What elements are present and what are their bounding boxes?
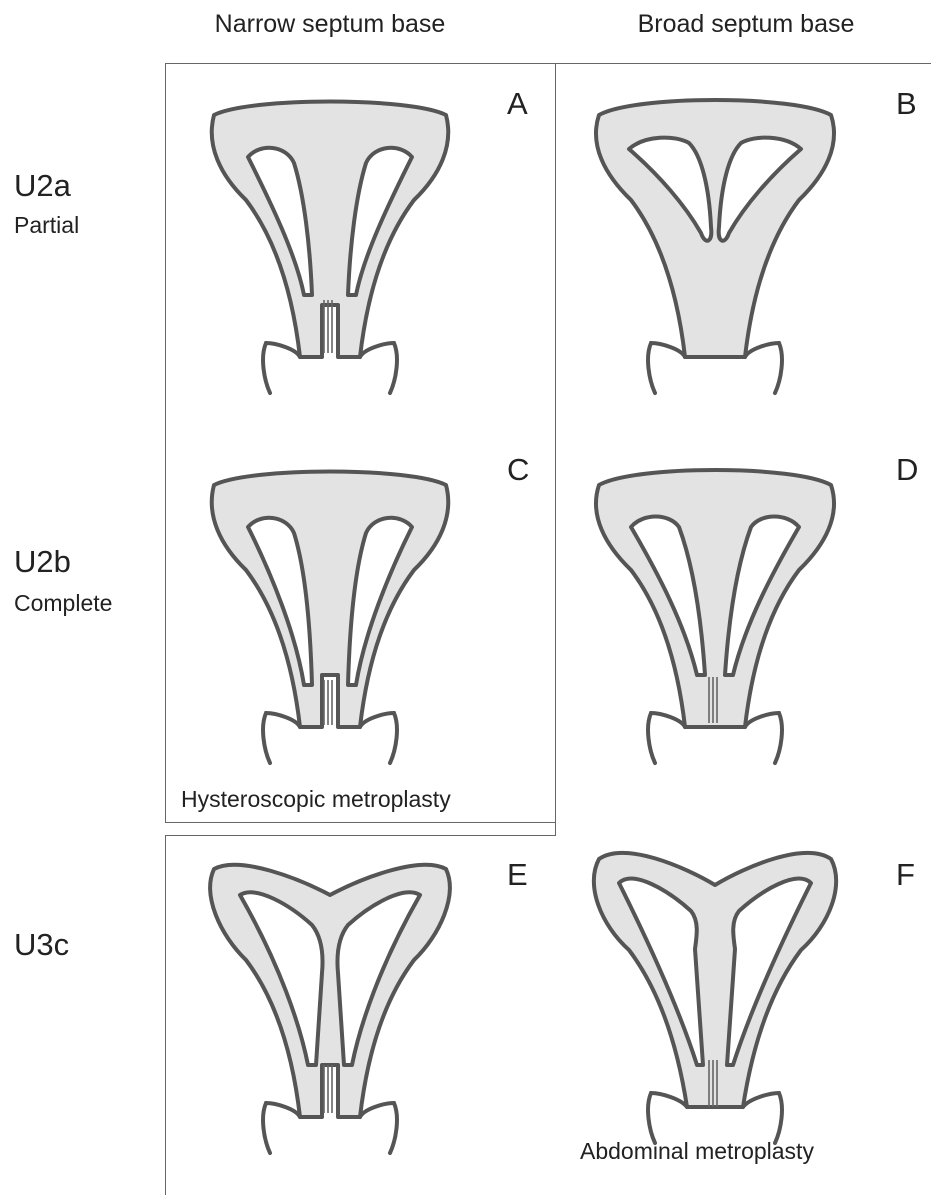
uterus-diagram-c — [200, 465, 460, 765]
uterus-diagram-b — [585, 95, 845, 395]
hysteroscopic-metroplasty-caption: Hysteroscopic metroplasty — [181, 786, 451, 813]
panel-letter-d: D — [896, 452, 918, 488]
panel-letter-b: B — [896, 86, 917, 122]
uterus-diagram-e — [200, 855, 460, 1155]
uterus-diagram-f — [585, 845, 845, 1145]
narrow-septum-heading: Narrow septum base — [215, 10, 446, 39]
row-sublabel-complete: Complete — [14, 590, 112, 617]
uterus-diagram-a — [200, 95, 460, 395]
row-label-u2a: U2a — [14, 168, 71, 204]
panel-letter-a: A — [507, 86, 528, 122]
row-sublabel-partial: Partial — [14, 212, 79, 239]
panel-letter-c: C — [507, 452, 529, 488]
uterus-diagram-d — [585, 465, 845, 765]
panel-letter-f: F — [896, 857, 915, 893]
row-label-u3c: U3c — [14, 927, 69, 963]
panel-letter-e: E — [507, 857, 528, 893]
broad-septum-heading: Broad septum base — [638, 10, 855, 39]
row-label-u2b: U2b — [14, 544, 71, 580]
